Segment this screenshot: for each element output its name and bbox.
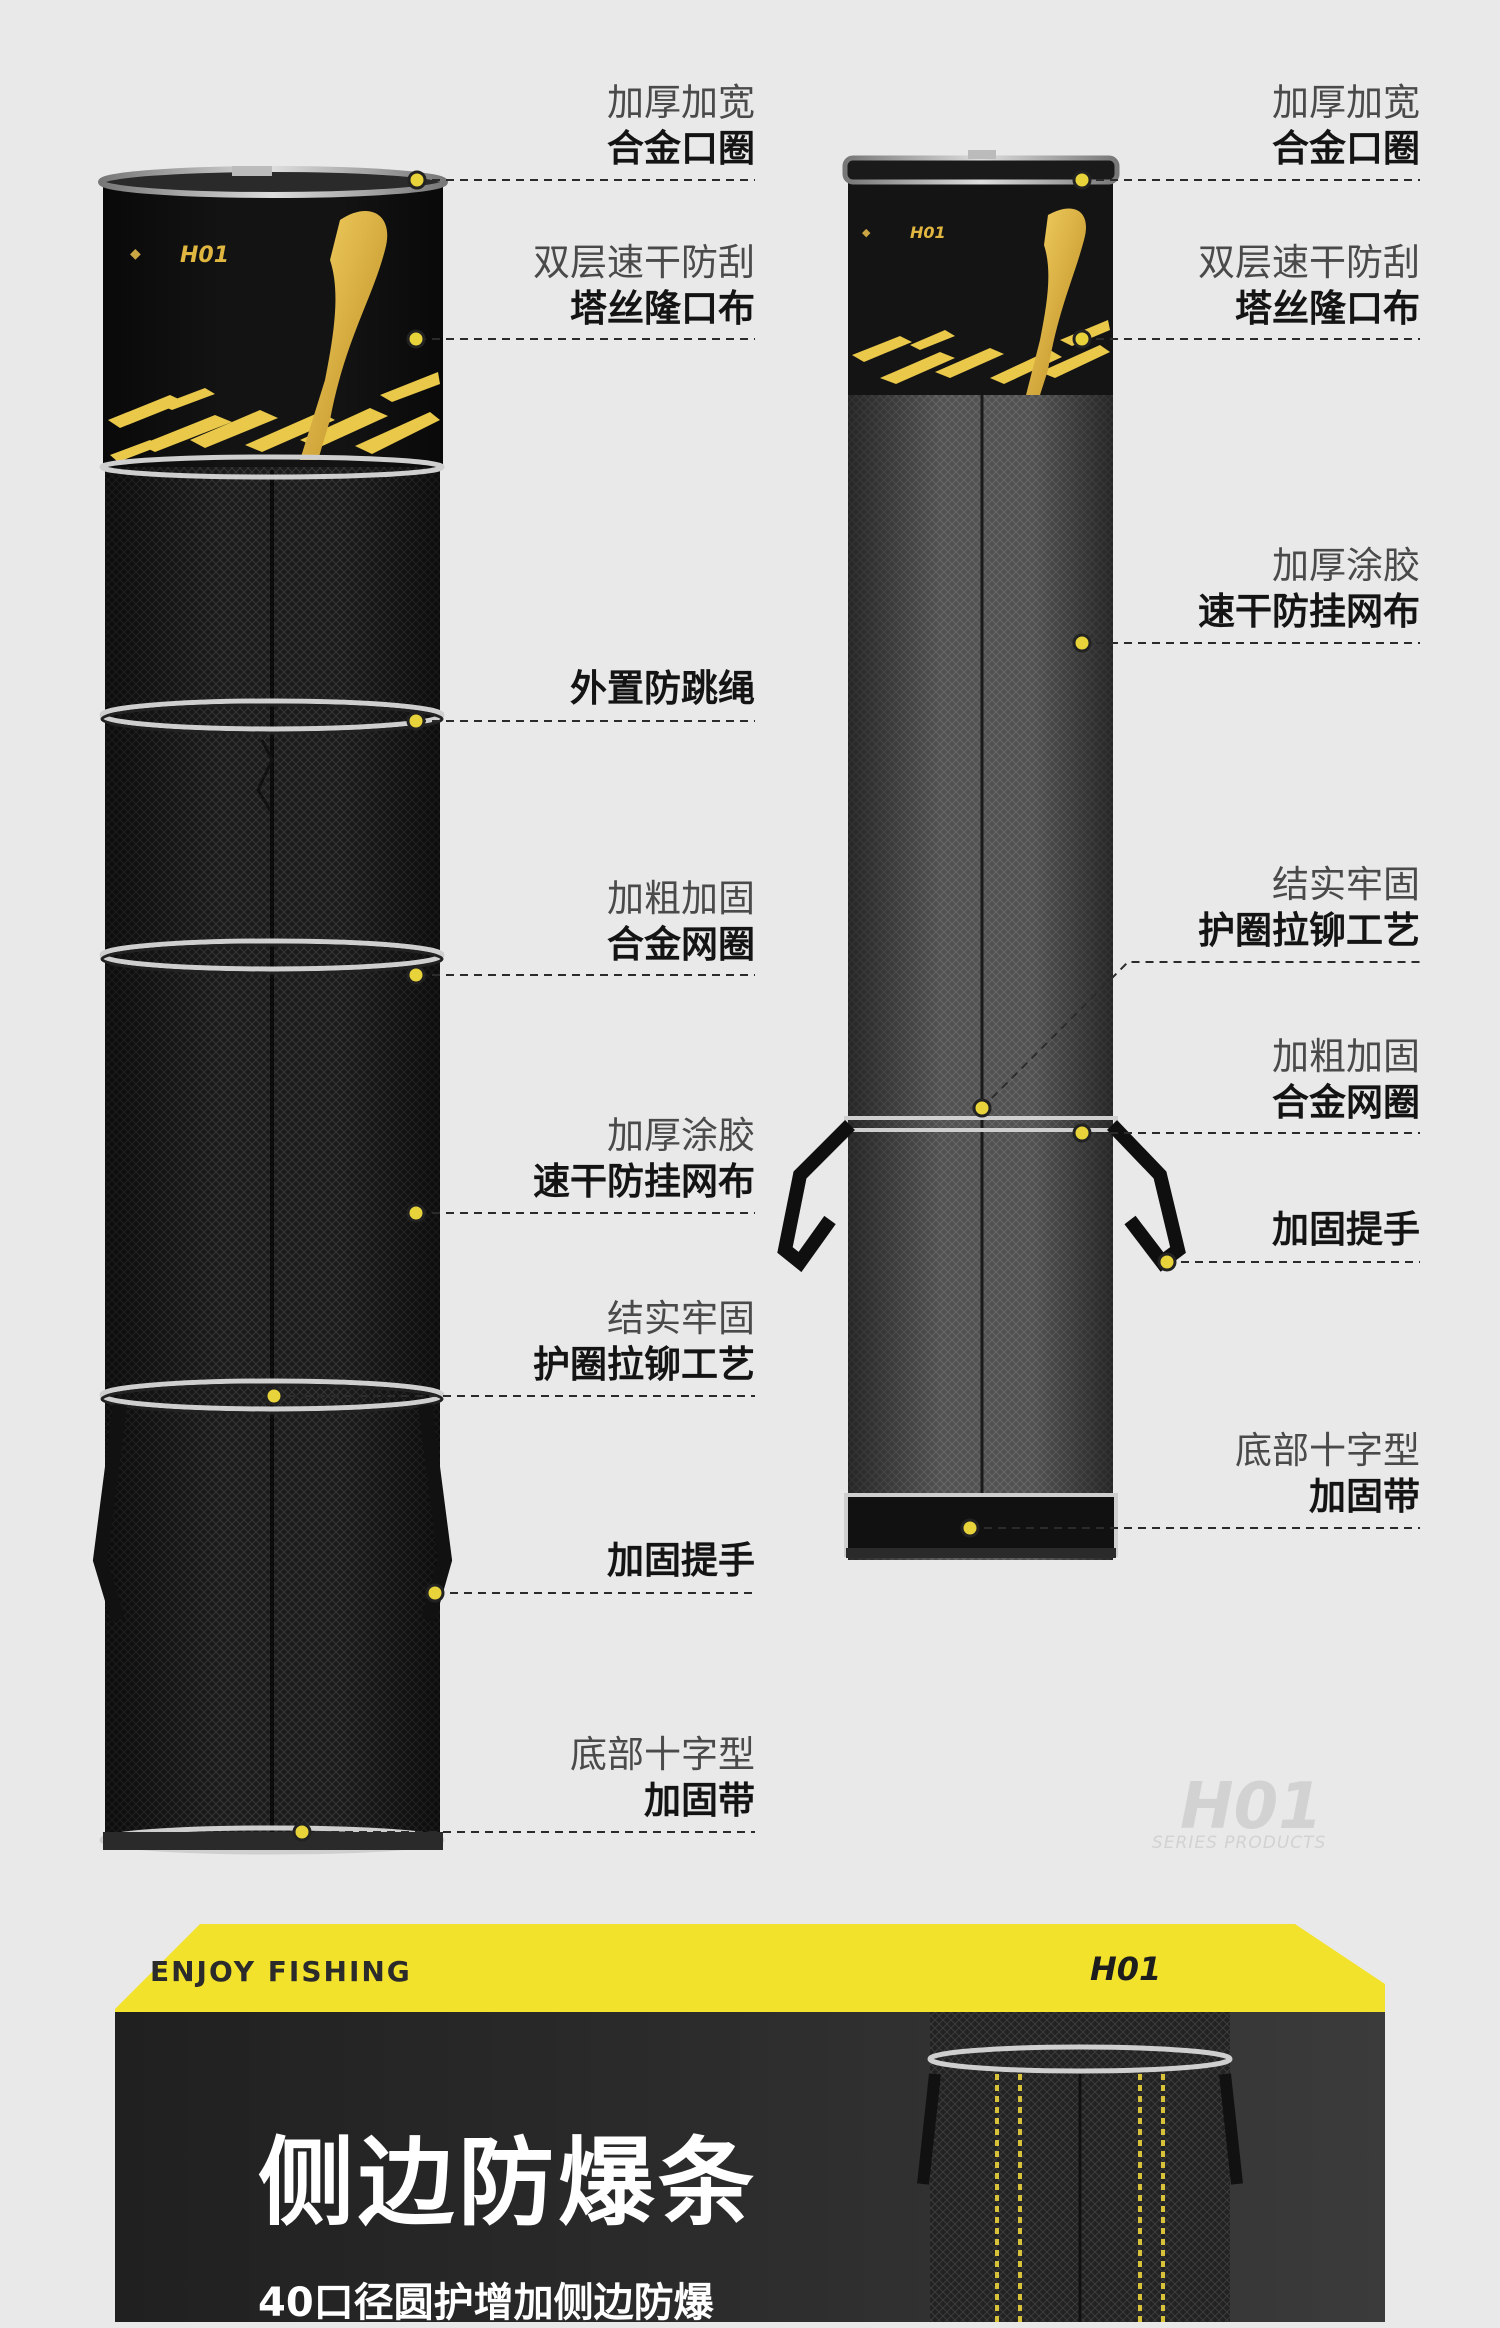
label-alloy-rim: 加厚加宽 合金口圈 — [1090, 80, 1420, 172]
label-handle: 加固提手 — [1090, 1207, 1420, 1253]
svg-text:H01: H01 — [910, 223, 946, 242]
label-line1: 加粗加固 — [607, 877, 755, 920]
label-line2: 合金网圈 — [1272, 1081, 1420, 1124]
label-line1: 加粗加固 — [1272, 1035, 1420, 1078]
label-bottom-strap: 底部十字型 加固带 — [1090, 1428, 1420, 1520]
label-line1: 加厚加宽 — [607, 81, 755, 124]
label-line2: 塔丝隆口布 — [1235, 287, 1420, 330]
label-jump-rope: 外置防跳绳 — [425, 666, 755, 712]
round-keepnet: ◆ H01 — [92, 166, 453, 1855]
label-line1: 结实牢固 — [1272, 863, 1420, 906]
banner-logo: H01 — [1090, 1950, 1162, 1988]
banner-subtitle: 40口径圆护增加侧边防爆 — [258, 2280, 714, 2326]
svg-text:◆: ◆ — [130, 246, 141, 262]
callout-dots — [264, 170, 1177, 1842]
banner-product-image — [917, 2012, 1243, 2322]
svg-text:◆: ◆ — [862, 226, 871, 239]
label-line1: 底部十字型 — [570, 1733, 755, 1776]
right-callout-lines — [970, 179, 1420, 1529]
label-alloy-hoop: 加粗加固 合金网圈 — [425, 876, 755, 968]
label-line2: 合金网圈 — [607, 923, 755, 966]
label-rivet-process: 结实牢固 护圈拉铆工艺 — [1090, 862, 1420, 954]
label-taslon-fabric: 双层速干防刮 塔丝隆口布 — [425, 240, 755, 332]
label-line2: 加固带 — [644, 1779, 755, 1822]
svg-text:H01: H01 — [1180, 1770, 1323, 1844]
label-line2: 加固带 — [1309, 1475, 1420, 1518]
watermark-logo: H01 SERIES PRODUCTS — [1152, 1770, 1326, 1853]
label-alloy-rim: 加厚加宽 合金口圈 — [425, 80, 755, 172]
banner-title: 侧边防爆条 — [258, 2127, 758, 2239]
banner-tagline: ENJOY FISHING — [150, 1955, 412, 1988]
label-bottom-strap: 底部十字型 加固带 — [425, 1732, 755, 1824]
label-handle: 加固提手 — [425, 1538, 755, 1584]
label-line1: 双层速干防刮 — [533, 241, 755, 284]
label-line2: 护圈拉铆工艺 — [1198, 909, 1420, 952]
square-keepnet: ◆ H01 — [777, 150, 1186, 1560]
label-line1: 双层速干防刮 — [1198, 241, 1420, 284]
svg-text:SERIES PRODUCTS: SERIES PRODUCTS — [1152, 1833, 1326, 1853]
label-line1: 结实牢固 — [607, 1297, 755, 1340]
label-line2: 加固提手 — [607, 1539, 755, 1582]
label-line1: 加厚加宽 — [1272, 81, 1420, 124]
label-line1: 加厚涂胶 — [1272, 544, 1420, 587]
label-line1: 加厚涂胶 — [607, 1114, 755, 1157]
label-alloy-hoop: 加粗加固 合金网圈 — [1090, 1034, 1420, 1126]
label-taslon-fabric: 双层速干防刮 塔丝隆口布 — [1090, 240, 1420, 332]
label-line2: 护圈拉铆工艺 — [533, 1343, 755, 1386]
label-line1: 底部十字型 — [1235, 1429, 1420, 1472]
left-callout-lines — [275, 179, 755, 1833]
label-line2: 合金口圈 — [1272, 127, 1420, 170]
label-coated-mesh: 加厚涂胶 速干防挂网布 — [425, 1113, 755, 1205]
label-line2: 速干防挂网布 — [1198, 590, 1420, 633]
svg-text:H01: H01 — [180, 243, 229, 268]
label-line2: 合金口圈 — [607, 127, 755, 170]
feature-banner — [115, 1924, 1385, 2322]
label-line2: 外置防跳绳 — [570, 667, 755, 710]
label-rivet-process: 结实牢固 护圈拉铆工艺 — [425, 1296, 755, 1388]
label-line2: 速干防挂网布 — [533, 1160, 755, 1203]
label-line2: 加固提手 — [1272, 1208, 1420, 1251]
label-coated-mesh: 加厚涂胶 速干防挂网布 — [1090, 543, 1420, 635]
label-line2: 塔丝隆口布 — [570, 287, 755, 330]
